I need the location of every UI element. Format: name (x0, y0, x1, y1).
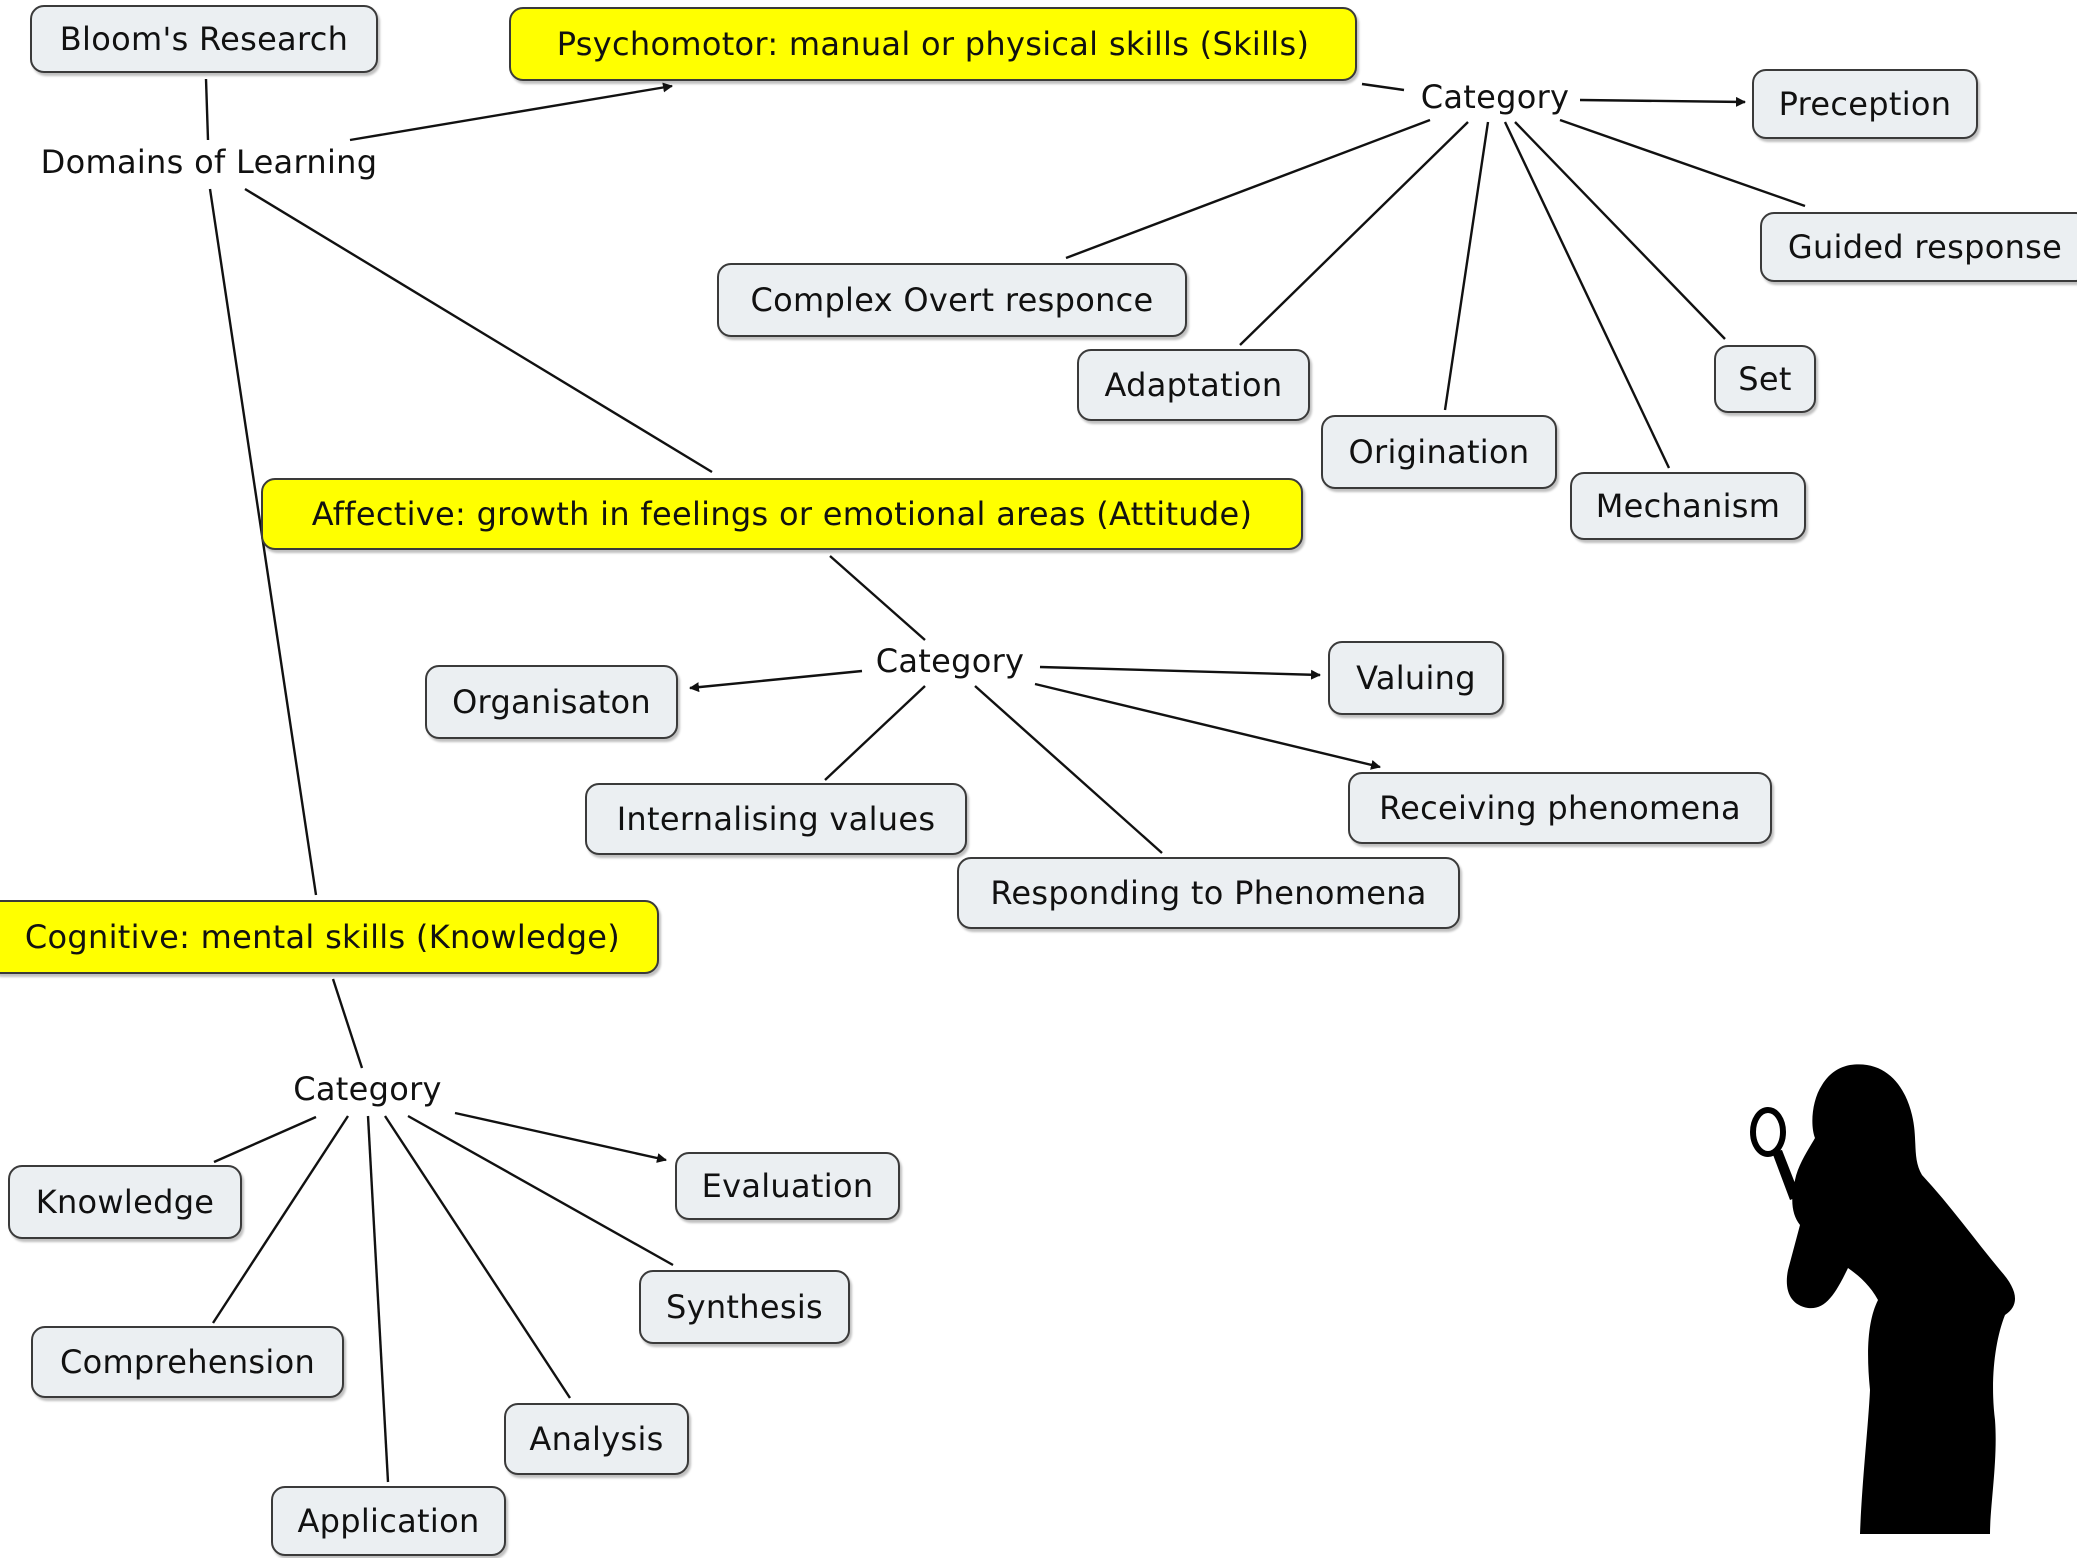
connector (1559, 118, 1806, 208)
connector (1239, 121, 1469, 346)
affective-item[interactable]: Responding to Phenomena (957, 857, 1460, 929)
connector (1443, 121, 1490, 411)
affective-item[interactable]: Receiving phenomena (1348, 772, 1772, 844)
domain-cognitive[interactable]: Cognitive: mental skills (Knowledge) (0, 900, 659, 974)
cognitive-category-label[interactable]: Category (293, 1070, 442, 1108)
psychomotor-item[interactable]: Guided response (1760, 212, 2077, 282)
connector-arrow (1579, 96, 1746, 107)
connector-arrow (1034, 682, 1381, 770)
connector (331, 978, 364, 1069)
affective-item[interactable]: Organisaton (425, 665, 678, 739)
connector-arrow (454, 1111, 667, 1163)
connector (213, 1115, 317, 1164)
psychomotor-item[interactable]: Complex Overt responce (717, 263, 1187, 337)
root-node[interactable]: Bloom's Research (30, 5, 378, 73)
affective-item[interactable]: Internalising values (585, 783, 967, 855)
connector (1514, 121, 1726, 340)
connector (407, 1114, 674, 1267)
connector-arrow (349, 82, 673, 142)
psychomotor-category-label[interactable]: Category (1420, 78, 1570, 116)
cognitive-item[interactable]: Knowledge (8, 1165, 242, 1239)
psychomotor-item[interactable]: Origination (1321, 415, 1557, 489)
connector-arrow (689, 669, 863, 693)
affective-category-label[interactable]: Category (875, 642, 1025, 680)
connector (244, 187, 713, 474)
affective-item[interactable]: Valuing (1328, 641, 1504, 715)
connector (1065, 118, 1431, 260)
psychomotor-item[interactable]: Mechanism (1570, 472, 1806, 540)
connector (383, 1115, 572, 1399)
hub-label[interactable]: Domains of Learning (40, 143, 378, 181)
cognitive-item[interactable]: Synthesis (639, 1270, 850, 1344)
connector (829, 555, 926, 641)
connector (1503, 121, 1671, 469)
connector (204, 78, 210, 141)
cognitive-item[interactable]: Analysis (504, 1403, 689, 1475)
magnifying-glass-silhouette-icon (1750, 1064, 2016, 1534)
connector (824, 685, 926, 781)
psychomotor-item[interactable]: Set (1714, 345, 1816, 413)
connector-arrow (1039, 665, 1321, 680)
connector (974, 685, 1163, 854)
cognitive-item[interactable]: Comprehension (31, 1326, 344, 1398)
psychomotor-item[interactable]: Preception (1752, 69, 1978, 139)
connector (211, 1115, 350, 1324)
domain-affective[interactable]: Affective: growth in feelings or emotion… (261, 478, 1303, 550)
connector (1361, 82, 1405, 92)
cognitive-item[interactable]: Evaluation (675, 1152, 900, 1220)
connector (366, 1115, 390, 1483)
cognitive-item[interactable]: Application (271, 1486, 506, 1556)
psychomotor-item[interactable]: Adaptation (1077, 349, 1310, 421)
domain-psychomotor[interactable]: Psychomotor: manual or physical skills (… (509, 7, 1357, 81)
